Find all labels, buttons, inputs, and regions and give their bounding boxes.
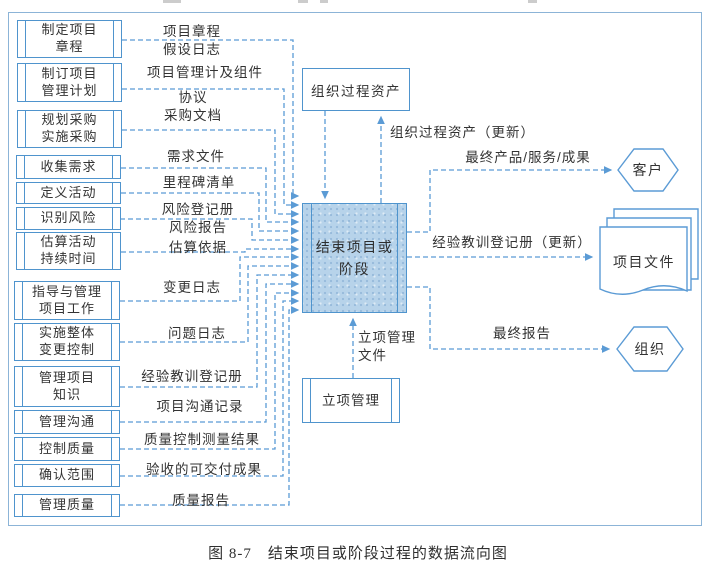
flow-label-initiation-docs: 立项管理 文件 [358, 329, 416, 363]
flow-label-issue-log: 问题日志 [168, 325, 226, 341]
customer-label: 客户 [632, 162, 664, 178]
flow-label-milestone-list: 里程碑清单 [162, 174, 236, 190]
flow-label-quality-reports: 质量报告 [172, 492, 230, 508]
flow-line-final-report [407, 286, 611, 353]
flow-line-communications [120, 280, 300, 423]
page-crop-artifact [528, 0, 537, 3]
flow-line-requirements-doc [121, 167, 300, 226]
organization-label: 组织 [634, 341, 666, 357]
customer-hexagon [617, 148, 679, 192]
page-crop-artifact [320, 0, 328, 3]
process-box-procurement: 规划采购 实施采购 [17, 110, 122, 148]
flow-label-basis-of-estimates: 估算依据 [169, 239, 227, 255]
flow-label-requirements-doc: 需求文件 [167, 148, 225, 164]
process-box-manage-communications: 管理沟通 [14, 410, 120, 434]
process-box-identify-risks: 识别风险 [16, 207, 121, 230]
page-crop-artifact [163, 0, 181, 3]
page-crop-artifact [298, 0, 308, 3]
flow-label-agreements-procurement-docs: 协议 采购文档 [164, 89, 222, 123]
process-box-control-quality: 控制质量 [14, 437, 120, 461]
flow-label-change-log: 变更日志 [163, 279, 221, 295]
flow-label-final-report: 最终报告 [493, 325, 551, 341]
flow-line-lessons-register [120, 271, 300, 388]
flow-line-change-log [120, 253, 300, 302]
process-box-define-activities: 定义活动 [16, 182, 121, 204]
flow-line-project-charter [122, 39, 300, 200]
figure-caption: 图 8-7 结束项目或阶段过程的数据流向图 [208, 546, 508, 562]
flow-label-lessons-register: 经验教训登记册 [141, 368, 243, 384]
flow-label-opa-update: 组织过程资产（更新） [390, 124, 535, 140]
flow-line-qc-measurements [120, 289, 300, 450]
process-box-develop-charter: 制定项目 章程 [17, 20, 122, 58]
process-box-validate-scope: 确认范围 [14, 464, 120, 487]
flow-label-risk-register-report: 风险登记册 风险报告 [161, 201, 235, 235]
flow-label-accepted-deliverables: 验收的可交付成果 [146, 461, 262, 477]
flow-line-risk-register-report [120, 218, 300, 244]
close-project-or-phase-box: 结束项目或 阶段 [302, 203, 407, 313]
organization-hexagon [616, 326, 684, 372]
process-box-integrated-change-control: 实施整体 变更控制 [14, 323, 120, 361]
flow-line-final-product [407, 166, 613, 233]
process-box-direct-work: 指导与管理 项目工作 [14, 281, 120, 320]
process-box-manage-knowledge: 管理项目 知识 [14, 366, 120, 407]
flow-label-final-product: 最终产品/服务/成果 [465, 149, 591, 165]
flow-line-issue-log [120, 262, 300, 343]
process-box-manage-quality: 管理质量 [14, 494, 120, 517]
project-documents-page-front [599, 226, 688, 295]
project-documents-label: 项目文件 [613, 254, 675, 270]
flow-label-pm-plan-components: 项目管理计及组件 [147, 64, 263, 80]
flow-label-qc-measurements: 质量控制测量结果 [144, 431, 260, 447]
process-box-develop-pm-plan: 制订项目 管理计划 [17, 63, 122, 102]
flow-line-basis-of-estimates [121, 245, 300, 253]
flow-line-accepted-deliverables [120, 297, 300, 477]
flow-line-milestone-list [121, 192, 300, 235]
initiation-management-box: 立项管理 [302, 378, 400, 423]
process-box-collect-requirements: 收集需求 [16, 155, 121, 179]
flow-label-communications: 项目沟通记录 [156, 398, 244, 414]
flow-label-lessons-update: 经验教训登记册（更新） [432, 234, 592, 250]
flow-line-agreements-procurement-docs [122, 129, 300, 218]
flow-label-project-charter: 项目章程 假设日志 [163, 23, 221, 57]
process-box-estimate-durations: 估算活动 持续时间 [16, 232, 121, 270]
opa-box: 组织过程资产 [302, 68, 410, 111]
flow-line-quality-reports [120, 306, 300, 506]
flow-line-pm-plan-components [122, 88, 300, 209]
